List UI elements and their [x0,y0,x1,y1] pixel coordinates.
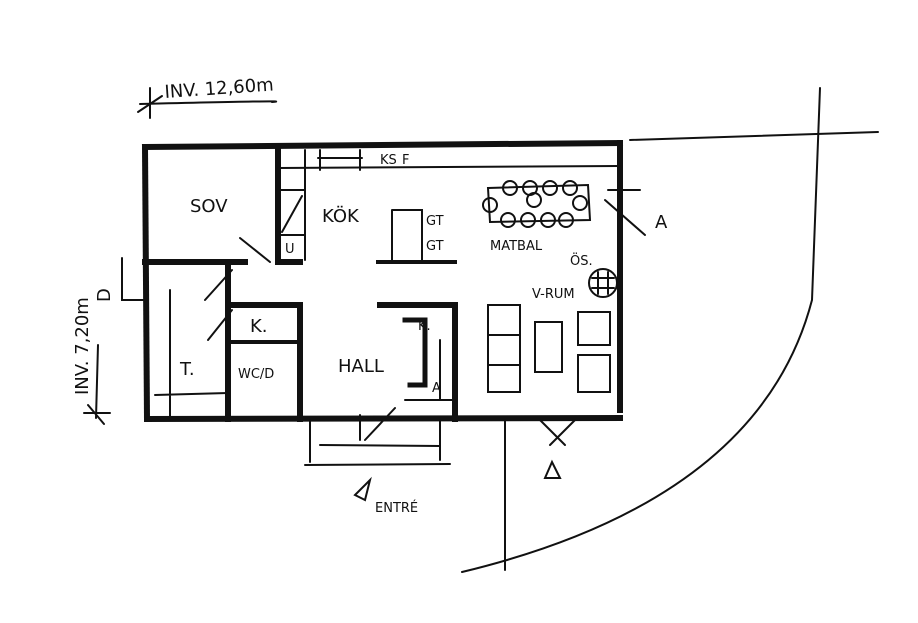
section-mark-a-right: A [655,212,668,233]
interior-walls [142,144,458,422]
width-dimension [137,87,278,119]
room-label-bedroom: SOV [190,196,228,217]
section-mark-d: D [94,288,115,302]
room-label-living: V-RUM [532,287,575,302]
fixture-gt-1: GT [426,214,444,229]
fixture-ks: KS [380,153,397,168]
room-label-wardrobe: T. [179,359,195,380]
sketch-details [121,87,879,573]
fixture-u: U [285,242,295,257]
fixture-f: F [402,153,409,168]
stove-label: ÖS. [570,252,593,269]
room-label-hall: HALL [338,356,384,377]
fixture-gt-2: GT [426,239,444,254]
depth-dimension [83,344,111,425]
room-label-closet: K. [250,316,268,337]
depth-dimension-label: INV. 7,20m [72,297,93,395]
width-dimension-label: INV. 12,60m [164,74,274,103]
room-label-bathroom: WC/D [238,367,274,382]
room-label-kitchen: KÖK [322,205,360,227]
exterior-walls [141,139,624,423]
room-label-dining: MATBAL [490,239,543,254]
room-label-closet-2: K. [418,319,431,334]
entrance-label: ENTRÉ [375,500,418,516]
section-mark-a-hall: A [432,381,441,396]
